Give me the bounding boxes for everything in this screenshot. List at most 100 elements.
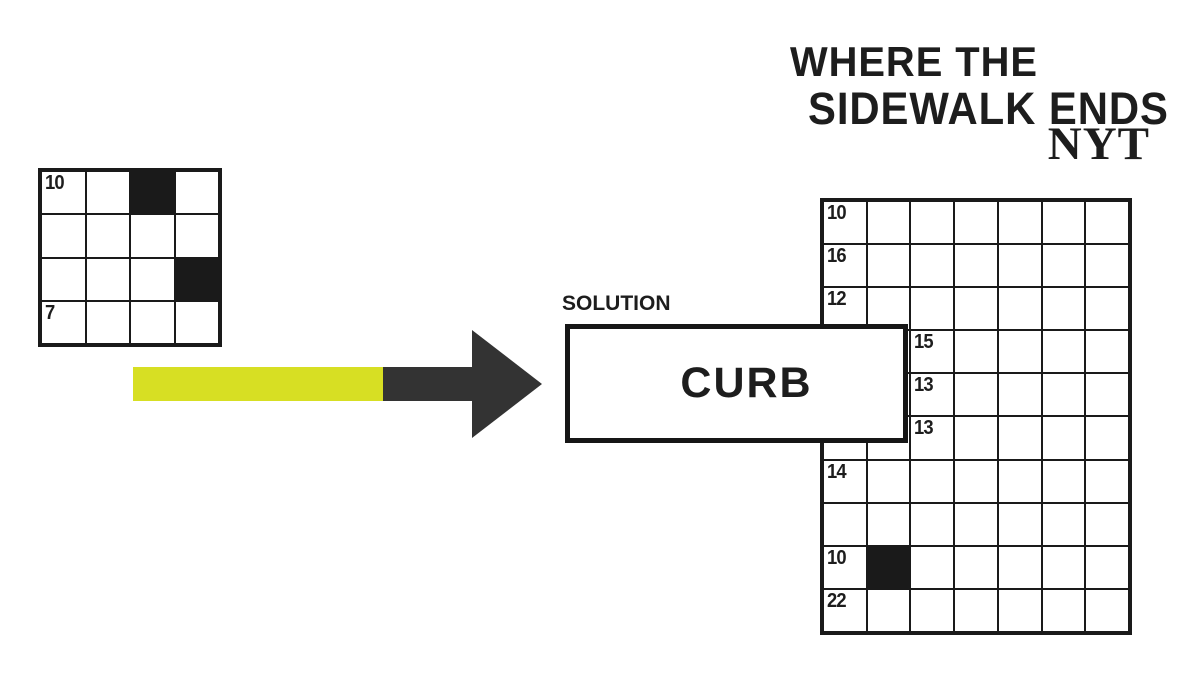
- solution-answer: CURB: [680, 359, 813, 407]
- grid-cell: 10: [41, 171, 86, 215]
- grid-cell: 7: [41, 300, 86, 344]
- grid-cell: [866, 588, 911, 632]
- grid-cell: [910, 588, 955, 632]
- grid-cell: [1041, 373, 1086, 417]
- solution-box: CURB: [565, 324, 908, 443]
- black-cell: [130, 171, 175, 215]
- cell-number: 10: [827, 546, 847, 569]
- grid-cell: [1041, 287, 1086, 331]
- grid-cell: [1085, 373, 1129, 417]
- grid-cell: [954, 330, 998, 374]
- grid-cell: [1085, 502, 1129, 546]
- cell-number: 7: [45, 301, 55, 324]
- arrow-head-icon: [472, 330, 542, 438]
- grid-cell: [954, 201, 998, 245]
- nyt-logo: NYT: [1047, 118, 1150, 170]
- cell-number: 13: [914, 417, 934, 440]
- grid-cell: [823, 502, 867, 546]
- black-cell: [174, 257, 219, 301]
- grid-cell: [85, 300, 130, 344]
- grid-cell: [41, 257, 86, 301]
- grid-cell: [954, 244, 998, 288]
- grid-cell: [1085, 287, 1129, 331]
- grid-cell: [997, 502, 1042, 546]
- grid-cell: 10: [823, 545, 867, 589]
- grid-cell: [954, 287, 998, 331]
- grid-cell: [997, 287, 1042, 331]
- grid-cell: [954, 502, 998, 546]
- grid-cell: [910, 459, 955, 503]
- grid-cell: [997, 588, 1042, 632]
- grid-cell: [997, 545, 1042, 589]
- grid-cell: [1085, 330, 1129, 374]
- grid-cell: [1085, 244, 1129, 288]
- mini-crossword-grid: 10 7: [38, 168, 222, 347]
- cell-number: 10: [827, 202, 847, 224]
- grid-cell: 14: [823, 459, 867, 503]
- grid-cell: [997, 416, 1042, 460]
- grid-cell: [85, 257, 130, 301]
- grid-cell: [174, 214, 219, 258]
- grid-cell: [866, 244, 911, 288]
- solution-label: SOLUTION: [562, 292, 671, 315]
- grid-cell: [41, 214, 86, 258]
- title-line-1: WHERE THE: [790, 38, 1038, 85]
- grid-cell: [954, 588, 998, 632]
- cell-number: 12: [827, 288, 847, 311]
- title-line-2: SIDEWALK ENDS: [808, 83, 1169, 134]
- grid-cell: [910, 244, 955, 288]
- grid-cell: [910, 201, 955, 245]
- grid-cell: [1085, 459, 1129, 503]
- grid-cell: [1085, 416, 1129, 460]
- cell-number: 16: [827, 245, 847, 268]
- grid-cell: [85, 214, 130, 258]
- black-cell: [866, 545, 911, 589]
- grid-cell: [954, 373, 998, 417]
- grid-cell: [1041, 416, 1086, 460]
- grid-cell: 10: [823, 201, 867, 245]
- grid-cell: 22: [823, 588, 867, 632]
- cell-number: 22: [827, 589, 847, 612]
- grid-cell: [910, 287, 955, 331]
- grid-cell: [954, 545, 998, 589]
- grid-cell: 12: [823, 287, 867, 331]
- arrow-highlight-segment: [133, 367, 383, 401]
- grid-cell: [997, 201, 1042, 245]
- grid-cell: [954, 416, 998, 460]
- grid-cell: 13: [910, 373, 955, 417]
- grid-cell: [997, 459, 1042, 503]
- grid-cell: [1085, 201, 1129, 245]
- grid-cell: [997, 330, 1042, 374]
- grid-cell: [954, 459, 998, 503]
- grid-cell: 13: [910, 416, 955, 460]
- grid-cell: [910, 545, 955, 589]
- grid-cell: [1041, 330, 1086, 374]
- grid-cell: [1041, 244, 1086, 288]
- cell-number: 14: [827, 460, 847, 483]
- grid-cell: 15: [910, 330, 955, 374]
- grid-cell: [866, 502, 911, 546]
- grid-cell: [174, 300, 219, 344]
- grid-cell: [910, 502, 955, 546]
- grid-cell: [1041, 502, 1086, 546]
- grid-cell: [866, 459, 911, 503]
- grid-cell: [997, 373, 1042, 417]
- grid-cell: [866, 201, 911, 245]
- grid-cell: [1041, 545, 1086, 589]
- grid-cell: [1041, 588, 1086, 632]
- grid-cell: [85, 171, 130, 215]
- cell-number: 10: [45, 172, 65, 194]
- grid-cell: [1085, 588, 1129, 632]
- cell-number: 13: [914, 374, 934, 397]
- grid-cell: [174, 171, 219, 215]
- grid-cell: [1041, 201, 1086, 245]
- grid-cell: [1085, 545, 1129, 589]
- grid-cell: 16: [823, 244, 867, 288]
- grid-cell: [130, 214, 175, 258]
- cell-number: 15: [914, 331, 934, 354]
- grid-cell: [130, 300, 175, 344]
- arrow-dark-segment: [383, 367, 473, 401]
- grid-cell: [997, 244, 1042, 288]
- grid-cell: [1041, 459, 1086, 503]
